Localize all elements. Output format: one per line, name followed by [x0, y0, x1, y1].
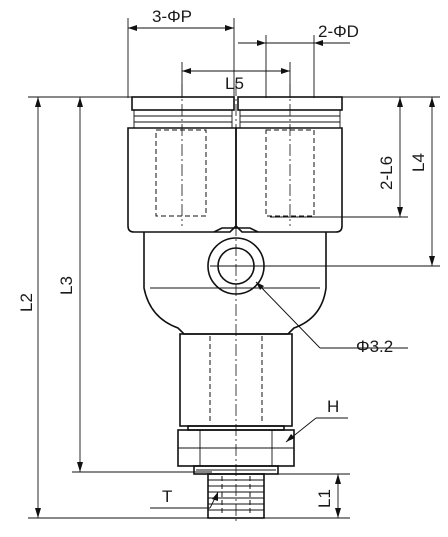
label-spacing: L5 [225, 74, 244, 93]
label-port-diameter: 3-ΦP [152, 7, 192, 26]
label-height-l1: L1 [315, 489, 334, 508]
dimension-lines [28, 18, 440, 519]
label-height-l4: L4 [409, 153, 428, 172]
label-hex: H [327, 397, 339, 416]
label-thread: T [162, 487, 172, 506]
label-insertion-depth: 2-L6 [377, 156, 396, 190]
fitting-body [127, 84, 343, 524]
label-tube-diameter: 2-ΦD [318, 22, 359, 41]
label-hole: Φ3.2 [356, 337, 393, 356]
label-height-l2: L2 [17, 293, 36, 312]
label-height-l3: L3 [57, 276, 76, 295]
